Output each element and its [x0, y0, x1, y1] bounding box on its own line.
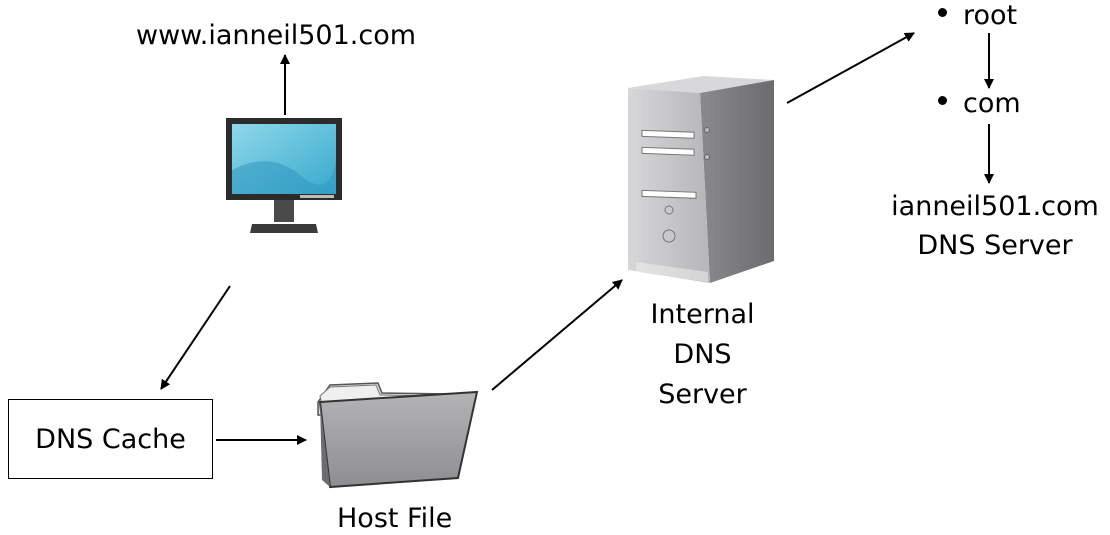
arrow-internal-dns-to-root [786, 32, 915, 104]
arrow-host-file-to-internal-dns [491, 279, 623, 391]
server-tower-icon [628, 76, 774, 283]
arrow-monitor-to-dns-cache [160, 285, 231, 390]
authoritative-dns-label-line2: DNS Server [917, 230, 1073, 261]
root-label: root [963, 0, 1018, 31]
com-item: com [938, 84, 1021, 124]
internal-dns-label-line2: DNS [673, 339, 732, 370]
dns-cache-label: DNS Cache [35, 423, 186, 455]
internal-dns-label-line1: Internal [650, 299, 755, 330]
internal-dns-label-line3: Server [658, 379, 747, 410]
com-label: com [963, 88, 1021, 119]
dns-cache-box: DNS Cache [8, 399, 213, 479]
root-bullet-icon [938, 8, 947, 17]
website-label: www.ianneil501.com [136, 20, 417, 51]
computer-monitor-icon [226, 118, 342, 233]
folder-icon [317, 382, 479, 489]
root-item: root [938, 0, 1017, 36]
host-file-label: Host File [337, 503, 453, 534]
authoritative-dns-label-line1: ianneil501.com [891, 191, 1099, 222]
com-bullet-icon [938, 96, 947, 105]
